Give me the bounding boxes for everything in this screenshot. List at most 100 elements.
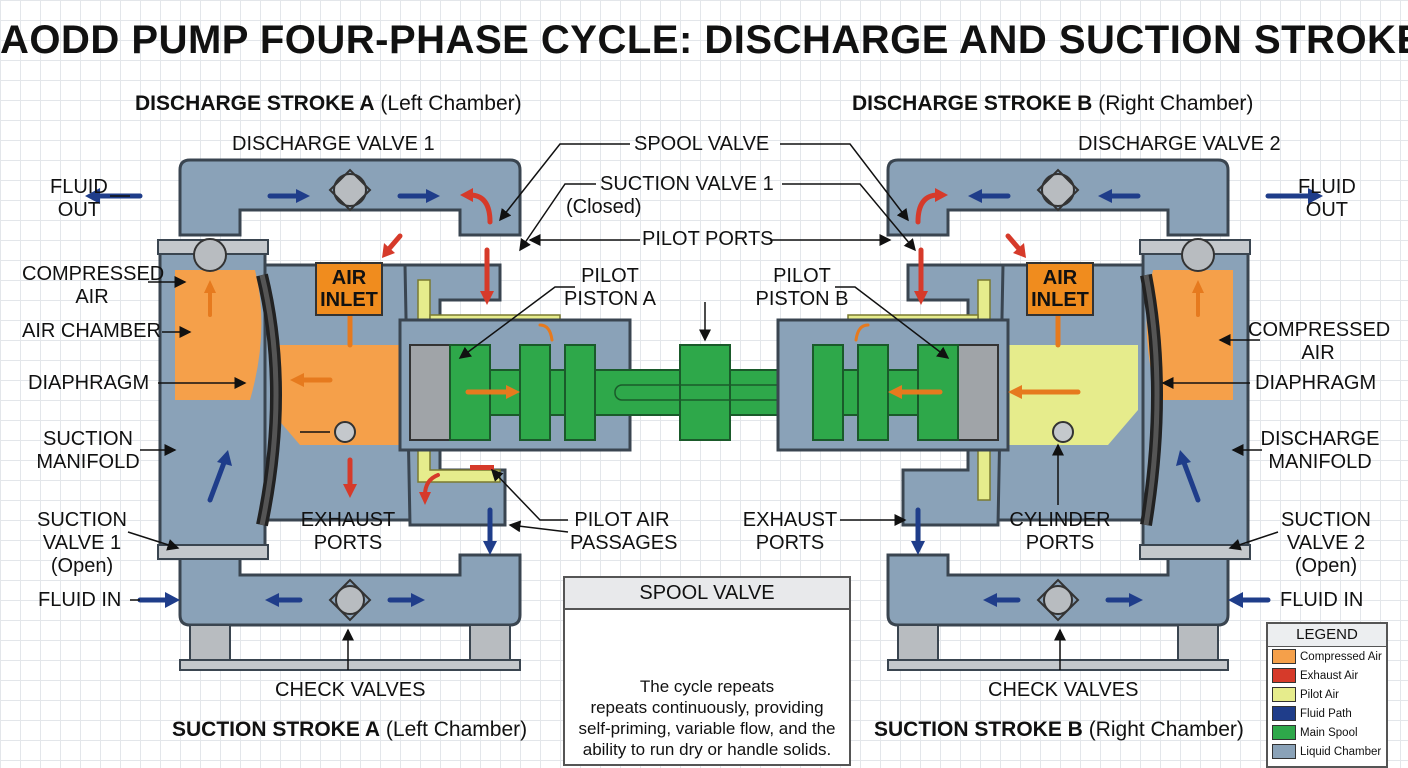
heading-bold: SUCTION STROKE B xyxy=(874,718,1083,741)
flow-arrows xyxy=(85,188,1323,608)
label-line-1: PILOT xyxy=(581,265,639,287)
legend-swatch xyxy=(1272,649,1296,664)
legend-label: Compressed Air xyxy=(1300,650,1382,663)
fluid-out-left-label: FLUID OUT xyxy=(50,176,108,222)
check-valves-left-label: CHECK VALVES xyxy=(275,679,426,701)
label-line-2: OUT xyxy=(57,199,100,221)
legend-label: Fluid Path xyxy=(1300,707,1352,720)
discharge-valve-1-label: DISCHARGE VALVE 1 xyxy=(232,133,435,155)
label-line-2: INLET xyxy=(1031,289,1089,311)
label-line-1: SUCTION xyxy=(37,509,127,531)
heading-bold: SUCTION STROKE A xyxy=(172,718,381,741)
legend-swatch xyxy=(1272,706,1296,721)
legend-item: Compressed Air xyxy=(1268,647,1386,666)
label-line-2: PORTS xyxy=(755,532,825,554)
heading-note: (Right Chamber) xyxy=(1088,718,1244,741)
discharge-valve-2-label: DISCHARGE VALVE 2 xyxy=(1078,133,1281,155)
heading-note: (Left Chamber) xyxy=(385,718,528,741)
label-line-1: CYLINDER xyxy=(1009,509,1111,531)
cylinder-ports-label: CYLINDER PORTS xyxy=(1008,509,1112,555)
label-line-1: AIR xyxy=(1042,267,1078,289)
heading-bold: DISCHARGE STROKE A xyxy=(135,92,375,115)
callout-lines xyxy=(110,143,1279,670)
label-line-3: (Open) xyxy=(50,555,114,577)
compressed-air-left-label: COMPRESSED AIR xyxy=(22,263,165,309)
label-line-1: SUCTION xyxy=(43,428,133,450)
legend-item: Pilot Air xyxy=(1268,685,1386,704)
legend-swatch xyxy=(1272,668,1296,683)
label-line-1: AIR xyxy=(331,267,367,289)
legend-title: LEGEND xyxy=(1268,624,1386,647)
label-line-2: AIR xyxy=(1301,342,1335,364)
label-line-2: (Closed) xyxy=(566,196,642,218)
label-line-2: MANIFOLD xyxy=(36,451,140,473)
label-line-1: EXHAUST xyxy=(300,509,396,531)
label-line-2: PISTON A xyxy=(564,288,656,310)
pilot-piston-b-label: PILOT PISTON B xyxy=(752,265,852,311)
label-line-1: EXHAUST xyxy=(742,509,838,531)
label-line-2: INLET xyxy=(320,289,378,311)
discharge-stroke-b-heading: DISCHARGE STROKE B (Right Chamber) xyxy=(852,92,1253,116)
check-valves-right-label: CHECK VALVES xyxy=(988,679,1139,701)
label-line-2: PORTS xyxy=(313,532,383,554)
legend-label: Pilot Air xyxy=(1300,688,1339,701)
label-line-2: PISTON B xyxy=(755,288,849,310)
label-line-1: PILOT AIR xyxy=(574,509,670,531)
label-line-1: FLUID xyxy=(1298,176,1356,198)
desc-line-1: The cycle repeats xyxy=(639,677,775,696)
pilot-ports-label: PILOT PORTS xyxy=(642,228,774,250)
label-line-1: COMPRESSED xyxy=(22,263,165,285)
legend-swatch xyxy=(1272,687,1296,702)
main-spool-shaft xyxy=(594,344,806,441)
suction-valve-1-closed-label: SUCTION VALVE 1 (Closed) xyxy=(566,173,774,219)
label-line-2: VALVE 2 xyxy=(1286,532,1366,554)
legend-label: Liquid Chamber xyxy=(1300,745,1382,758)
label-line-1: PILOT xyxy=(773,265,831,287)
label-line-2: AIR xyxy=(75,286,109,308)
compressed-air-right-label: COMPRESSED AIR xyxy=(1248,319,1391,365)
label-line-1: COMPRESSED xyxy=(1248,319,1391,341)
legend-item: Main Spool xyxy=(1268,723,1386,742)
desc-line-4: ability to run dry or handle solids. xyxy=(582,740,832,759)
heading-note: (Left Chamber) xyxy=(380,92,522,115)
discharge-stroke-a-heading: DISCHARGE STROKE A (Left Chamber) xyxy=(135,92,522,116)
diaphragm-left-label: DIAPHRAGM xyxy=(28,372,150,394)
fluid-in-left-label: FLUID IN xyxy=(38,589,122,611)
left-pump-body xyxy=(157,158,632,671)
label-line-1: SUCTION xyxy=(1281,509,1371,531)
air-chamber-label: AIR CHAMBER xyxy=(22,320,161,342)
discharge-manifold-label: DISCHARGE MANIFOLD xyxy=(1260,428,1380,474)
legend-label: Main Spool xyxy=(1300,726,1358,739)
spool-box-header: SPOOL VALVE xyxy=(565,578,849,610)
suction-valve-1-open-label: SUCTION VALVE 1 (Open) xyxy=(32,509,132,578)
legend-swatch xyxy=(1272,744,1296,759)
suction-manifold-label: SUCTION MANIFOLD xyxy=(32,428,144,474)
legend-item: Exhaust Air xyxy=(1268,666,1386,685)
legend-label: Exhaust Air xyxy=(1300,669,1359,682)
label-line-2: MANIFOLD xyxy=(1268,451,1372,473)
spool-box-description: The cycle repeats repeats continuously, … xyxy=(565,676,849,760)
label-line-2: OUT xyxy=(1305,199,1348,221)
label-line-1: DISCHARGE xyxy=(1260,428,1380,450)
legend-swatch xyxy=(1272,725,1296,740)
spool-valve-label: SPOOL VALVE xyxy=(634,133,770,155)
pilot-piston-a-label: PILOT PISTON A xyxy=(560,265,660,311)
air-inlet-right: AIR INLET xyxy=(1026,262,1094,316)
suction-stroke-a-heading: SUCTION STROKE A (Left Chamber) xyxy=(172,718,527,742)
fluid-in-right-label: FLUID IN xyxy=(1280,589,1364,611)
fluid-out-right-label: FLUID OUT xyxy=(1298,176,1356,222)
suction-stroke-b-heading: SUCTION STROKE B (Right Chamber) xyxy=(874,718,1244,742)
legend-item: Fluid Path xyxy=(1268,704,1386,723)
label-line-2: PASSAGES xyxy=(570,532,678,554)
desc-line-2: repeats continuously, providing xyxy=(590,698,824,717)
page-title: AODD PUMP FOUR-PHASE CYCLE: DISCHARGE AN… xyxy=(0,18,1408,62)
label-line-1: FLUID xyxy=(50,176,108,198)
legend: LEGEND Compressed Air Exhaust Air Pilot … xyxy=(1266,622,1388,768)
exhaust-ports-left-label: EXHAUST PORTS xyxy=(298,509,398,555)
spool-valve-info-box: SPOOL VALVE The cycle repeats repeats co… xyxy=(563,576,851,766)
heading-note: (Right Chamber) xyxy=(1098,92,1254,115)
label-line-1: SUCTION VALVE 1 xyxy=(600,173,774,195)
desc-line-3: self-priming, variable flow, and the xyxy=(578,719,836,738)
exhaust-ports-right-label: EXHAUST PORTS xyxy=(740,509,840,555)
